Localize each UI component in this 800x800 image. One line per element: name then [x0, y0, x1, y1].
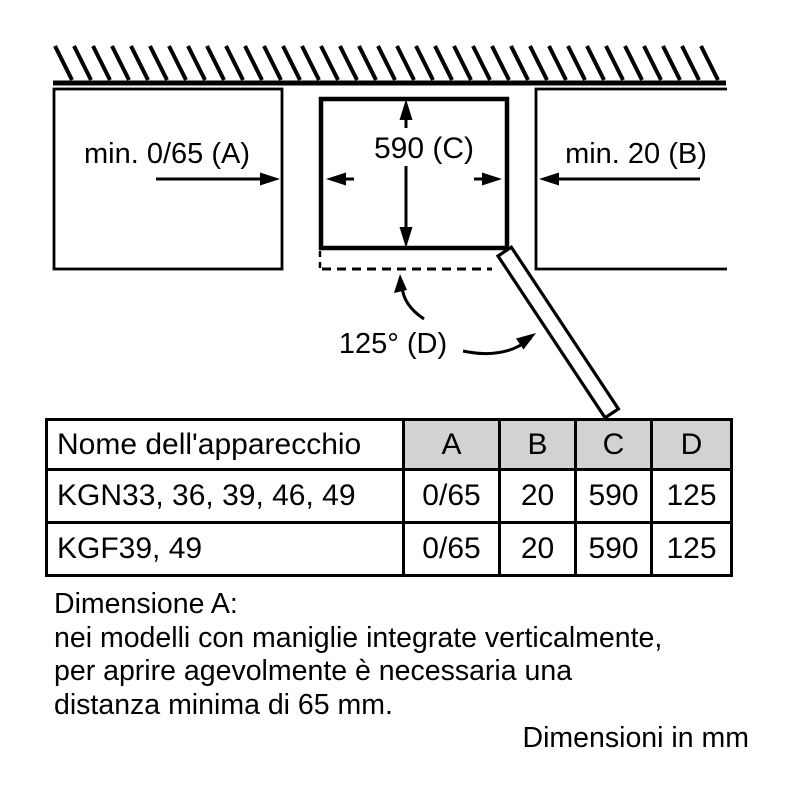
value-b: 20	[498, 521, 577, 577]
note-line: per aprire agevolmente è necessaria una	[54, 655, 573, 687]
clearance-a-label: min. 0/65 (A)	[84, 138, 250, 170]
door-swing-arrowhead-up	[394, 274, 407, 293]
width-arrowhead-left	[326, 172, 346, 186]
value-b: 20	[498, 468, 577, 524]
note-line: nei modelli con maniglie integrate verti…	[54, 621, 663, 654]
door-swing-arc-to-plane	[400, 285, 425, 321]
door-angle-label: 125° (D)	[339, 328, 447, 360]
wall-hatch	[53, 45, 720, 81]
niche-width-label: 590 (C)	[374, 132, 474, 165]
appliance-outline	[318, 96, 510, 251]
value-d: 125	[650, 468, 733, 524]
note-line: distanza minima di 65 mm.	[54, 688, 393, 721]
table-header-col-a: A	[402, 418, 501, 471]
value-c: 590	[574, 521, 653, 577]
clearance-b-label: min. 20 (B)	[565, 138, 707, 170]
open-door	[495, 244, 621, 420]
table-row-kgf: KGF39, 49 0/65 20 590 125	[45, 521, 733, 577]
value-a: 0/65	[402, 521, 501, 577]
c-arrowhead-up	[399, 99, 413, 120]
right-cabinet	[534, 87, 727, 271]
clearance-a-arrowhead	[260, 172, 280, 186]
table-header-col-d: D	[650, 418, 733, 471]
note-dimension-a: Dimensione A: nei modelli con maniglie i…	[54, 588, 764, 722]
value-d: 125	[650, 521, 733, 577]
clearance-b-arrowhead	[539, 172, 559, 186]
c-arrowhead-down	[399, 227, 413, 248]
table-row-kgn: KGN33, 36, 39, 46, 49 0/65 20 590 125	[45, 468, 733, 524]
model-name: KGF39, 49	[45, 521, 405, 577]
table-header-name: Nome dell'apparecchio	[45, 418, 405, 471]
table-header-row: Nome dell'apparecchio A B C D	[45, 418, 733, 471]
installation-diagram: 590 (C) min. 0/65 (A) min. 20 (B) 125° (…	[52, 45, 727, 420]
model-name: KGN33, 36, 39, 46, 49	[45, 468, 405, 524]
width-arrowhead-right	[482, 172, 502, 186]
table-header-col-c: C	[574, 418, 653, 471]
dimensions-table: Nome dell'apparecchio A B C D KGN33, 36,…	[45, 418, 733, 577]
units-note: Dimensioni in mm	[522, 722, 749, 754]
value-a: 0/65	[402, 468, 501, 524]
value-c: 590	[574, 468, 653, 524]
table-header-col-b: B	[498, 418, 577, 471]
note-line: Dimensione A:	[54, 588, 238, 620]
door-swing-arrowhead-right	[516, 333, 536, 350]
